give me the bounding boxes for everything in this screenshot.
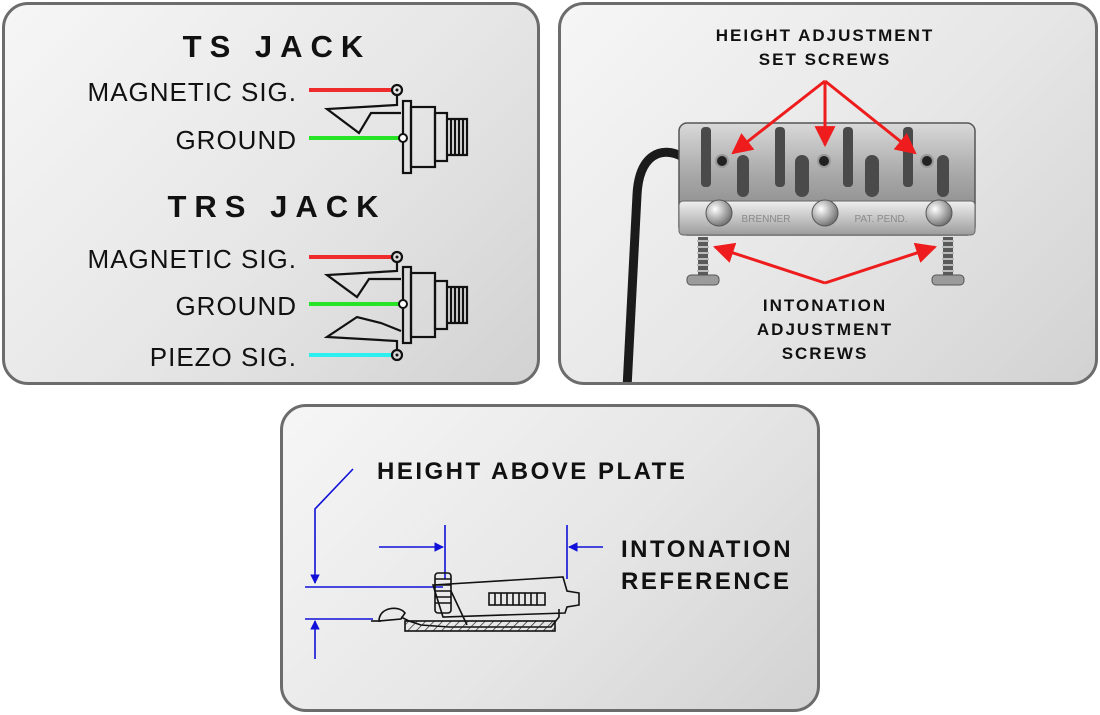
trs-piezo-label: PIEZO SIG. bbox=[150, 342, 297, 372]
trs-jack-icon bbox=[323, 250, 469, 362]
height-set-screws bbox=[715, 154, 934, 168]
engraving-patent: PAT. PEND. bbox=[855, 214, 908, 225]
bridge-photo-panel: BRENNER PAT. PEND. HEIGHT ADJUSTMENT SET… bbox=[558, 2, 1098, 385]
dimension-lines bbox=[305, 468, 603, 659]
jack-wiring-panel: TS JACK MAGNETIC SIG. GROUND TRS JACK MA… bbox=[2, 2, 540, 385]
intonation-screws bbox=[686, 237, 965, 286]
intonation-reference-line2: REFERENCE bbox=[621, 568, 792, 595]
height-callout-line2: SET SCREWS bbox=[759, 50, 891, 69]
engraving-brand: BRENNER bbox=[742, 214, 791, 225]
ts-ground-label: GROUND bbox=[175, 125, 297, 155]
bridge-photo: BRENNER PAT. PEND. HEIGHT ADJUSTMENT SET… bbox=[622, 26, 976, 382]
intonation-callout-line3: SCREWS bbox=[782, 344, 869, 363]
height-callout-line1: HEIGHT ADJUSTMENT bbox=[716, 26, 935, 45]
intonation-arrows bbox=[713, 242, 937, 285]
trs-ground-label: GROUND bbox=[175, 291, 297, 321]
profile-drawing-panel: HEIGHT ABOVE PLATE INTONATION REFERENCE bbox=[280, 404, 820, 712]
saddle-cross-section bbox=[371, 572, 580, 632]
ts-jack-icon bbox=[323, 83, 469, 175]
intonation-callout-line2: ADJUSTMENT bbox=[757, 320, 893, 339]
intonation-reference-line1: INTONATION bbox=[621, 536, 793, 563]
height-arrows bbox=[731, 79, 917, 155]
trs-magnetic-label: MAGNETIC SIG. bbox=[88, 244, 297, 274]
bridge-body: BRENNER PAT. PEND. bbox=[678, 122, 976, 286]
ts-magnetic-label: MAGNETIC SIG. bbox=[88, 77, 297, 107]
trs-jack-title: TRS JACK bbox=[167, 189, 386, 224]
intonation-callout-line1: INTONATION bbox=[763, 296, 887, 315]
height-above-plate-label: HEIGHT ABOVE PLATE bbox=[377, 458, 687, 485]
jack-wiring-diagram: TS JACK MAGNETIC SIG. GROUND TRS JACK MA… bbox=[88, 29, 469, 372]
ts-jack-title: TS JACK bbox=[183, 29, 372, 64]
profile-drawing: HEIGHT ABOVE PLATE INTONATION REFERENCE bbox=[305, 458, 793, 659]
piezo-cable bbox=[622, 147, 686, 382]
